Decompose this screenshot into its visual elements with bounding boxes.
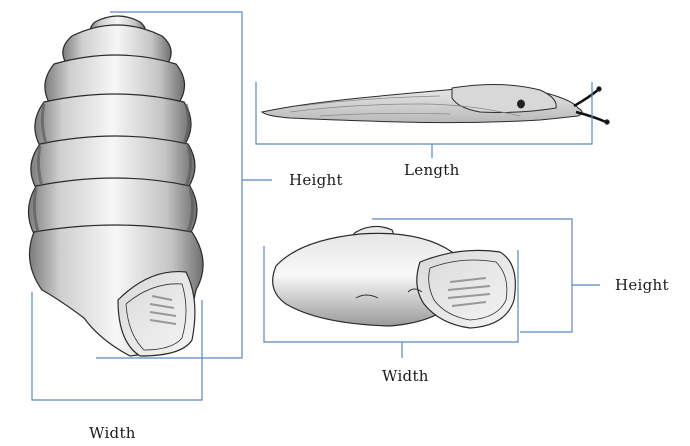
slug-length-label: Length	[404, 161, 460, 179]
flat-shell-height-bracket	[372, 218, 573, 333]
flat-shell-height-label: Height	[615, 276, 669, 294]
slug-length-bracket	[255, 82, 593, 145]
flat-shell-width-label: Width	[382, 367, 429, 385]
tall-shell-height-bracket	[96, 11, 243, 359]
tall-shell-illustration	[27, 15, 204, 357]
dimension-lines	[31, 11, 600, 401]
tall-shell-height-label: Height	[289, 171, 343, 189]
flat-shell-width-bracket	[263, 246, 519, 343]
tall-shell-width-bracket	[31, 292, 203, 401]
slug-illustration	[260, 83, 610, 125]
tall-shell-width-label: Width	[89, 424, 136, 442]
flat-shell-illustration	[272, 225, 516, 329]
